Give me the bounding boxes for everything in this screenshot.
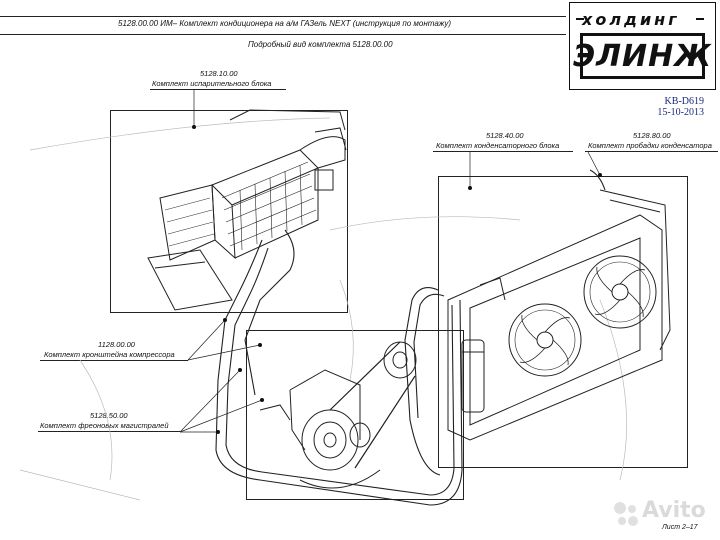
callout-dots (192, 125, 602, 434)
avito-logo-icon (614, 502, 638, 526)
compressor-frame (246, 330, 464, 500)
callout-label-freon-lines: Комплект фреоновых магистралей (40, 421, 169, 430)
logo-rule-right (696, 18, 704, 20)
callout-label-condenser: Комплект конденсаторного блока (436, 141, 560, 150)
avito-watermark: Avito (612, 498, 712, 530)
callout-underline-compressor-bracket (40, 360, 188, 361)
condenser-frame (438, 176, 688, 468)
callout-underline-freon-lines (38, 431, 180, 432)
callout-underline-grommet (585, 151, 718, 152)
callout-label-compressor-bracket: Комплект кронштейна компрессора (44, 350, 175, 359)
callout-underline-condenser (433, 151, 573, 152)
callout-leaders (179, 90, 601, 433)
decorative-curves (19, 117, 627, 501)
logo-top-text: холдинг (582, 10, 680, 29)
compressor-unit (259, 341, 417, 489)
avito-watermark-text: Avito (642, 498, 706, 523)
callout-label-evaporator: Комплект испарительного блока (152, 79, 272, 88)
sheet-number: Лист 2–17 (662, 524, 698, 531)
callout-number-condenser: 5128.40.00 (486, 131, 524, 140)
title-band (0, 16, 566, 35)
callout-label-grommet: Комплект пробадки конденсатора (588, 141, 712, 150)
logo-main-box: ЭЛИНЖ (573, 33, 711, 79)
callout-number-compressor-bracket: 1128.00.00 (98, 340, 135, 349)
stamp-code: KB-D619 (664, 96, 704, 107)
logo-rule-left (576, 18, 584, 20)
callout-number-freon-lines: 5128.50.00 (90, 411, 128, 420)
callout-underline-evaporator (150, 89, 286, 90)
document-title: 5128.00.00 ИМ– Комплект кондиционера на … (118, 19, 452, 28)
freon-lines (215, 169, 606, 506)
callout-number-evaporator: 5128.10.00 (200, 69, 238, 78)
stamp-date: 15-10-2013 (657, 107, 704, 118)
logo-main-text: ЭЛИНЖ (573, 38, 712, 74)
company-logo: холдинг ЭЛИНЖ (569, 2, 716, 90)
evaporator-unit (147, 109, 347, 311)
condenser-unit (447, 189, 671, 441)
document-subtitle: Подробный вид комплекта 5128.00.00 (248, 40, 393, 49)
callout-number-grommet: 5128.80.00 (633, 131, 671, 140)
